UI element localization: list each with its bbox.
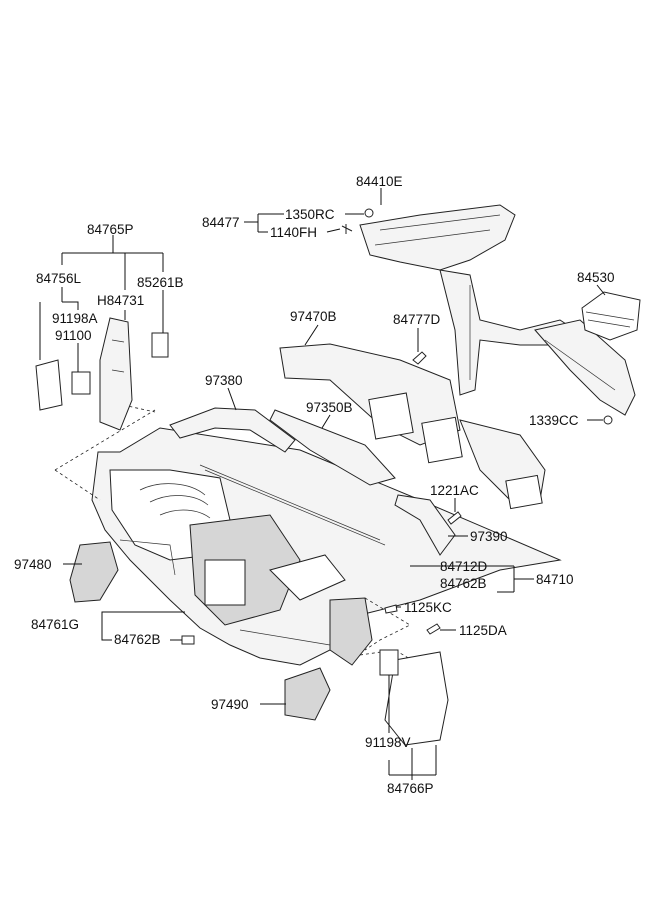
label-1221ac: 1221AC (430, 483, 479, 498)
label-97390: 97390 (470, 529, 508, 544)
bolt-1350rc (364, 208, 374, 218)
label-91198v: 91198V (365, 735, 411, 750)
label-85261b: 85261B (137, 275, 184, 290)
label-84761g: 84761G (31, 617, 79, 632)
bolt-1125kc (384, 604, 398, 614)
label-84712d: 84712D (440, 559, 488, 574)
leader-lines (39, 188, 606, 780)
screw-1140fh (341, 224, 353, 234)
defroster-nozzle (269, 409, 396, 486)
center-duct (279, 343, 546, 510)
bolt-1221ac (447, 511, 462, 525)
nut-1339cc (603, 415, 613, 425)
label-84710: 84710 (536, 572, 574, 587)
label-97350b: 97350B (306, 400, 353, 415)
crash-pad-assembly (91, 427, 562, 666)
label-84410e: 84410E (356, 174, 403, 189)
label-91100: 91100 (55, 328, 92, 343)
side-duct-right (394, 494, 456, 556)
label-84530: 84530 (577, 270, 615, 285)
side-vent-right (284, 667, 331, 721)
airbag-module (581, 291, 641, 341)
label-84777d: 84777D (393, 312, 441, 327)
side-duct (169, 407, 296, 453)
label-84766p: 84766P (387, 781, 434, 796)
label-97380: 97380 (205, 373, 243, 388)
label-84762b-upper: 84762B (440, 576, 487, 591)
label-1140fh: 1140FH (270, 225, 317, 240)
label-h84731: H84731 (97, 293, 144, 308)
cowl-cross-bar (359, 204, 636, 416)
part-labels: 84410E 84477 1350RC 1140FH 84765P 84756L… (14, 174, 615, 796)
label-84762b-lower: 84762B (114, 632, 161, 647)
dashed-guide (54, 409, 156, 471)
label-97470b: 97470B (290, 309, 337, 324)
label-91198a: 91198A (52, 311, 98, 326)
side-vent-left (69, 541, 119, 603)
label-84756l: 84756L (36, 271, 82, 286)
label-1125kc: 1125KC (404, 600, 452, 615)
label-1339cc: 1339CC (529, 413, 579, 428)
label-1350rc: 1350RC (285, 207, 335, 222)
bolt-1125da (426, 623, 441, 635)
label-97490: 97490 (211, 697, 249, 712)
bolt-84777d (412, 351, 427, 365)
label-1125da: 1125DA (459, 623, 507, 638)
clip-84762b (181, 635, 195, 645)
label-97480: 97480 (14, 557, 52, 572)
pad-91198v (379, 649, 399, 676)
side-cover (384, 651, 449, 746)
label-84765p: 84765P (87, 222, 134, 237)
fuse-cover-bracket (35, 317, 169, 431)
label-84477: 84477 (202, 215, 240, 230)
